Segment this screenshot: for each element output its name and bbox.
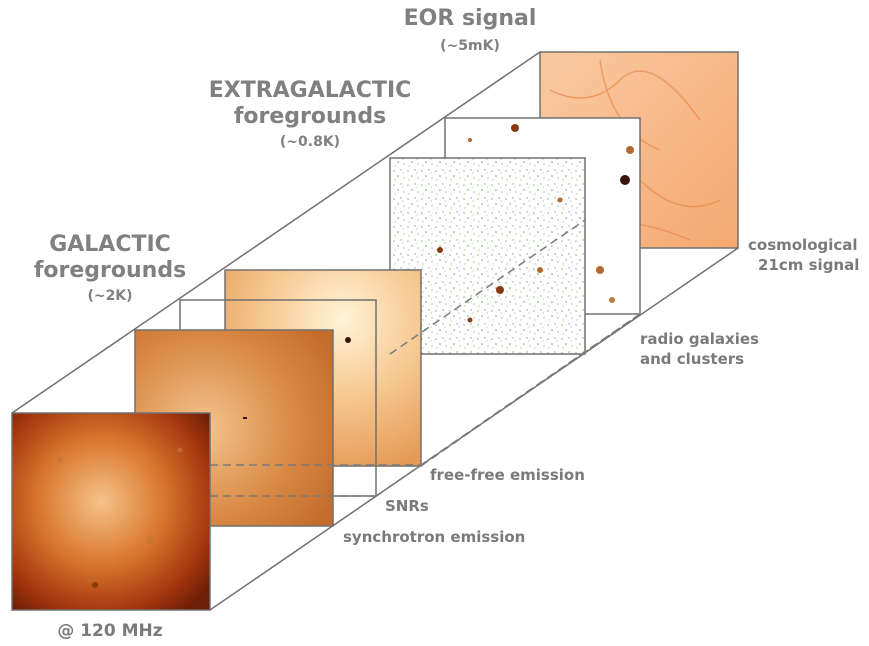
frequency-label: @ 120 MHz (57, 621, 163, 641)
extragalactic-title-line2: foregrounds (233, 104, 387, 129)
label-synchrotron: synchrotron emission (343, 528, 526, 546)
label-radio-line1: radio galaxies (640, 330, 759, 348)
extragalactic-sources-panel (389, 157, 586, 355)
eor-value: (~5mK) (440, 38, 500, 54)
extragalactic-value: (~0.8K) (279, 134, 341, 150)
label-free-free: free-free emission (430, 466, 585, 484)
galactic-title-line2: foregrounds (33, 258, 187, 283)
label-cosmological-line2: 21cm signal (758, 256, 860, 274)
eor-title: EOR signal (403, 6, 537, 31)
galactic-title-line1: GALACTIC (49, 232, 171, 257)
synchrotron-panel (11, 412, 211, 611)
label-cosmological-line1: cosmological (748, 236, 858, 254)
label-radio-line2: and clusters (640, 350, 745, 368)
dashed-connectors (210, 219, 641, 497)
label-snrs: SNRs (385, 497, 429, 515)
galactic-value: (~2K) (87, 288, 133, 304)
extragalactic-title-line1: EXTRAGALACTIC (208, 78, 412, 103)
